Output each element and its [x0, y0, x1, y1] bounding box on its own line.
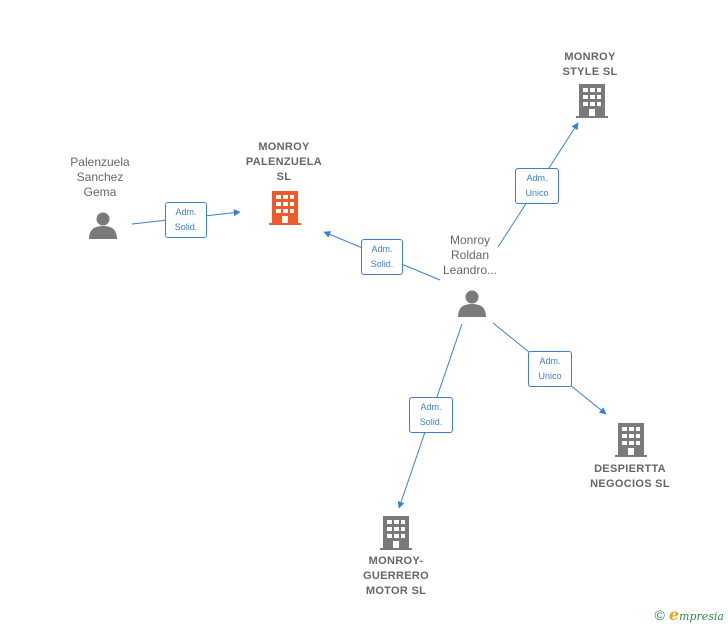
node-label-palenzuela-sanchez-gema[interactable]: Palenzuela Sanchez Gema — [70, 155, 130, 199]
edge-label-roldan-to-despiertta[interactable]: Adm. Unico — [528, 351, 572, 387]
node-label-monroy-style-sl[interactable]: MONROY STYLE SL — [562, 51, 618, 78]
copyright-icon: © — [654, 607, 665, 623]
node-label-despiertta-negocios-sl[interactable]: DESPIERTTA NEGOCIOS SL — [590, 463, 670, 490]
building-icon[interactable] — [576, 84, 608, 118]
brand-footer: ©empresia — [655, 605, 724, 624]
node-label-monroy-palenzuela-sl[interactable]: MONROY PALENZUELA SL — [245, 141, 323, 183]
building-icon[interactable] — [615, 423, 647, 457]
edge-label-roldan-to-guerrero[interactable]: Adm. Solid. — [409, 397, 453, 433]
edge-label-palenzuela-to-main[interactable]: Adm. Solid. — [165, 202, 207, 238]
person-icon[interactable] — [88, 210, 118, 240]
brand-logo-text: mpresia — [679, 610, 724, 623]
edge-label-roldan-to-style[interactable]: Adm. Unico — [515, 168, 559, 204]
person-icon[interactable] — [457, 288, 487, 318]
node-label-monroy-guerrero-motor-sl[interactable]: MONROY- GUERRERO MOTOR SL — [363, 555, 429, 597]
node-label-monroy-roldan-leandro[interactable]: Monroy Roldan Leandro... — [442, 233, 498, 277]
building-icon[interactable] — [269, 191, 301, 225]
edge-label-roldan-to-main[interactable]: Adm. Solid. — [361, 239, 403, 275]
brand-logo-initial: e — [668, 605, 680, 624]
building-icon[interactable] — [380, 516, 412, 550]
